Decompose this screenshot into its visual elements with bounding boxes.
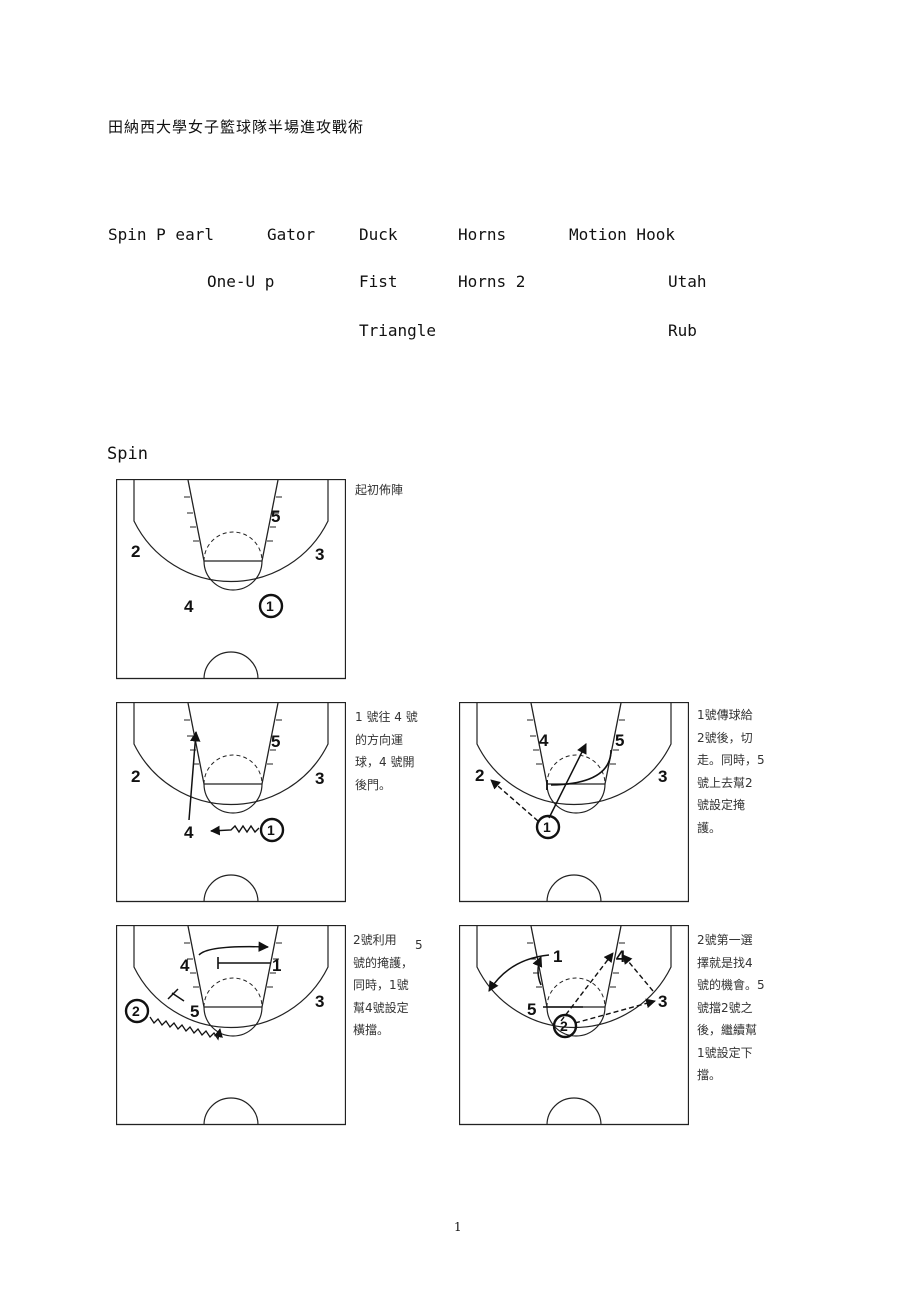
diagram-4-caption: 2號利用 號的掩護， 同時，1號 幫4號設定 橫擋。 — [353, 933, 414, 1037]
court-diagram-3: 4 5 2 3 1 — [459, 702, 689, 903]
play-fist: Fist — [359, 272, 398, 291]
diagram-4-caption-extra: 5 — [415, 938, 423, 952]
court-diagram-1: 2 5 3 4 1 — [116, 479, 346, 680]
section-title: Spin — [107, 444, 148, 464]
player-3-label: 3 — [315, 769, 324, 788]
player-3-label: 3 — [315, 992, 324, 1011]
diagram-2-caption: 1 號往 4 號 的方向運 球，4 號開 後門。 — [355, 710, 418, 792]
player-3-label: 3 — [658, 767, 667, 786]
diagram-5-caption: 2號第一選 擇就是找4 號的機會。5 號擋2號之 後，繼續幫 1號設定下 擋。 — [697, 933, 765, 1082]
player-5-label: 5 — [615, 731, 624, 750]
play-duck: Duck — [359, 225, 398, 244]
player-2-label: 2 — [132, 1003, 140, 1019]
play-gator: Gator — [267, 225, 316, 244]
player-4-label: 4 — [180, 956, 190, 975]
court-diagram-2: 2 5 3 4 1 — [116, 702, 346, 903]
player-1-label: 1 — [543, 819, 551, 835]
play-horns-2: Horns 2 — [458, 272, 526, 291]
ball-handler-circle — [258, 593, 284, 619]
page-number: 1 — [454, 1220, 462, 1234]
diagram-1-caption: 起初佈陣 — [355, 483, 404, 497]
court-diagram-5: 1 4 5 3 2 — [459, 925, 689, 1126]
diagram-3-caption: 1號傳球給 2號後，切 走。同時，5 號上去幫2 號設定掩 護。 — [697, 708, 765, 835]
play-utah: Utah — [668, 272, 707, 291]
player-1-label: 1 — [553, 947, 562, 966]
play-spin-pearl: Spin P earl — [108, 225, 214, 244]
play-triangle: Triangle — [359, 321, 437, 340]
player-5-label: 5 — [527, 1000, 536, 1019]
player-4-label: 4 — [184, 823, 194, 842]
play-horns: Horns — [458, 225, 507, 244]
player-1-label: 1 — [272, 956, 281, 975]
player-5-label: 5 — [271, 732, 280, 751]
player-2-label: 2 — [131, 542, 140, 561]
player-4-label: 4 — [539, 731, 549, 750]
player-2-label: 2 — [560, 1018, 568, 1034]
player-5-label: 5 — [271, 507, 280, 526]
player-1-label: 1 — [267, 822, 275, 838]
player-3-label: 3 — [658, 992, 667, 1011]
court-diagram-4: 4 1 5 3 2 — [116, 925, 346, 1126]
player-2-label: 2 — [475, 766, 484, 785]
player-5-label: 5 — [190, 1002, 199, 1021]
play-one-up: One-U p — [207, 272, 275, 291]
player-4-label: 4 — [616, 947, 626, 966]
document-title: 田納西大學女子籃球隊半場進攻戰術 — [108, 118, 365, 136]
play-motion-hook: Motion Hook — [569, 225, 675, 244]
player-3-label: 3 — [315, 545, 324, 564]
player-4-label: 4 — [184, 597, 194, 616]
player-1-label: 1 — [266, 598, 274, 614]
player-2-label: 2 — [131, 767, 140, 786]
play-rub: Rub — [668, 321, 697, 340]
